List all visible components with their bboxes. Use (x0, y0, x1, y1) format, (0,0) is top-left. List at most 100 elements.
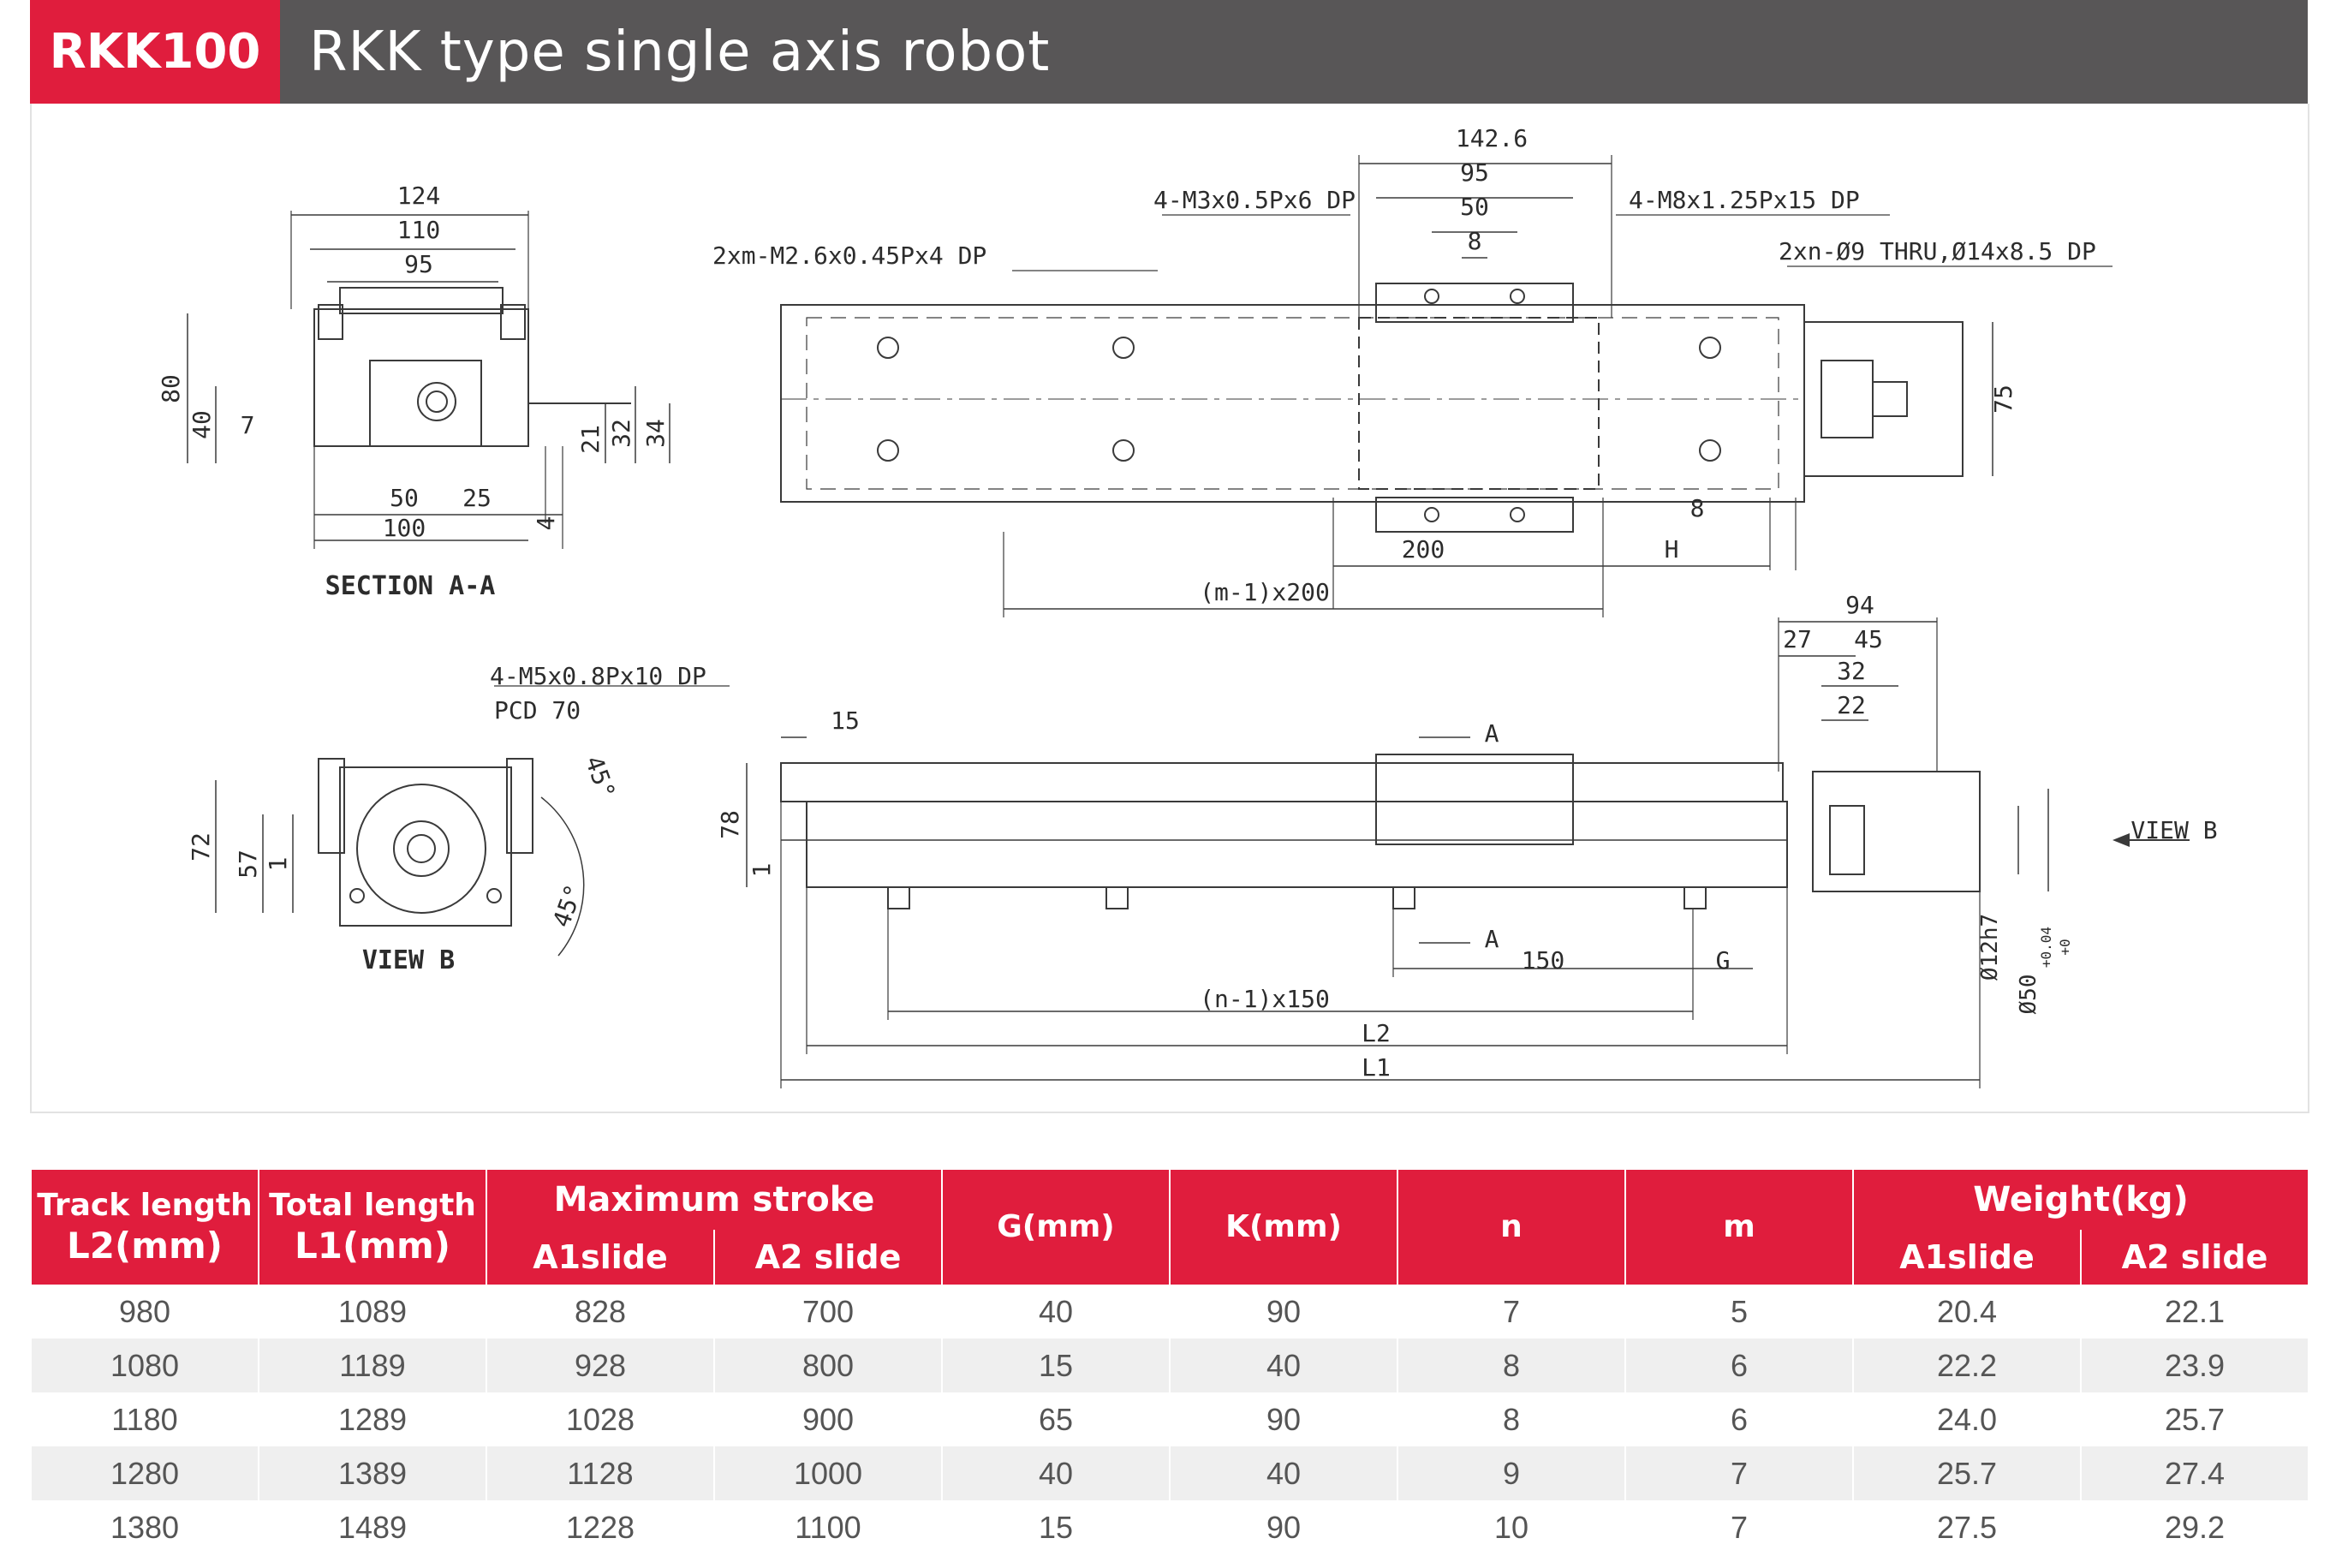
section-aa-label: SECTION A-A (325, 571, 496, 601)
dim-50-top: 50 (1460, 193, 1489, 221)
dim-8-top: 8 (1468, 227, 1482, 255)
cell-stroke-a1: 1128 (486, 1446, 715, 1500)
cell-total-length: 1289 (258, 1392, 487, 1446)
side-rail-body (806, 801, 1788, 888)
mount-hole (1699, 439, 1721, 462)
cell-n: 10 (1397, 1500, 1626, 1554)
note-thru: 2xn-Ø9 THRU,Ø14x8.5 DP (1779, 237, 2096, 265)
tolerance-lower: +0 (2057, 939, 2073, 955)
cell-track-length: 1380 (30, 1500, 259, 1554)
dim-75: 75 (1989, 385, 2017, 414)
header-g: G(mm) (941, 1170, 1171, 1285)
dim-100: 100 (383, 514, 426, 542)
section-body (313, 308, 529, 447)
cell-n: 8 (1397, 1392, 1626, 1446)
mount-hole (877, 337, 899, 359)
slide-hole (1424, 289, 1439, 304)
cell-track-length: 1080 (30, 1338, 259, 1392)
dim-124: 124 (397, 182, 441, 210)
slide-block (1358, 317, 1600, 490)
slide-hole (1510, 507, 1525, 522)
cell-weight-a1: 25.7 (1852, 1446, 2082, 1500)
dim-94: 94 (1845, 591, 1874, 619)
cell-weight-a1: 24.0 (1852, 1392, 2082, 1446)
drawing-canvas: 124 110 95 80 40 7 21 32 34 50 25 100 4 … (157, 124, 2218, 1088)
table-row: 1080 1189 928 800 15 40 8 6 22.2 23.9 (30, 1338, 2309, 1392)
view-b-arrow-label: VIEW B (2130, 816, 2217, 844)
motor-shaft (1872, 381, 1908, 417)
cell-m: 6 (1624, 1392, 1854, 1446)
cell-k: 90 (1169, 1392, 1398, 1446)
dim-78: 78 (716, 810, 744, 839)
cell-weight-a2: 22.1 (2080, 1285, 2309, 1338)
cell-n: 9 (1397, 1446, 1626, 1500)
header-track-length: Track length L2(mm) (30, 1170, 259, 1285)
dim-h: H (1665, 535, 1679, 563)
dim-45-side: 45 (1854, 625, 1883, 653)
side-foot (1392, 886, 1415, 909)
header-max-stroke: Maximum stroke (486, 1170, 943, 1230)
dim-110: 110 (397, 216, 441, 244)
dim-21: 21 (576, 425, 605, 454)
dim-57: 57 (234, 850, 262, 879)
cell-weight-a1: 27.5 (1852, 1500, 2082, 1554)
cell-stroke-a1: 1228 (486, 1500, 715, 1554)
cell-m: 7 (1624, 1500, 1854, 1554)
cell-g: 15 (941, 1500, 1171, 1554)
cell-m: 7 (1624, 1446, 1854, 1500)
dim-25: 25 (462, 484, 492, 512)
dim-m1x200: (m-1)x200 (1200, 578, 1330, 606)
model-badge: RKK100 (30, 0, 280, 104)
cell-k: 90 (1169, 1500, 1398, 1554)
dim-40: 40 (188, 410, 216, 439)
side-slide-block (1375, 754, 1574, 845)
header-stroke-a1: A1slide (486, 1230, 715, 1285)
dim-15: 15 (831, 706, 860, 735)
note-m26: 2xm-M2.6x0.45Px4 DP (712, 241, 986, 270)
mount-hole (1112, 337, 1135, 359)
rail-inner (806, 317, 1779, 490)
dim-72: 72 (187, 832, 215, 862)
cell-stroke-a2: 1000 (713, 1446, 943, 1500)
viewb-angle-arc (540, 796, 585, 957)
dim-l2: L2 (1362, 1019, 1391, 1047)
section-aa-view (187, 211, 670, 549)
dim-g: G (1716, 946, 1731, 975)
mount-hole (877, 439, 899, 462)
side-view (746, 617, 2190, 1088)
viewb-pcd-circle (356, 784, 486, 914)
dim-45-a: 45° (580, 752, 621, 802)
header-weight: Weight(kg) (1852, 1170, 2309, 1230)
dim-d50: Ø50 (2016, 975, 2041, 1015)
note-m3: 4-M3x0.5Px6 DP (1153, 186, 1356, 214)
cell-g: 15 (941, 1338, 1171, 1392)
viewb-bolt (486, 888, 502, 903)
top-view (780, 155, 2113, 617)
dim-45-b: 45° (547, 880, 588, 931)
dim-4: 4 (532, 516, 560, 531)
tolerance-upper: +0.04 (2038, 927, 2054, 968)
title-bar: RKK100 RKK type single axis robot (30, 0, 2308, 104)
technical-drawing: 124 110 95 80 40 7 21 32 34 50 25 100 4 … (30, 104, 2309, 1113)
cell-weight-a2: 23.9 (2080, 1338, 2309, 1392)
dim-7: 7 (241, 411, 255, 439)
dim-32-side: 32 (1837, 657, 1866, 685)
cell-weight-a1: 20.4 (1852, 1285, 2082, 1338)
cell-stroke-a2: 800 (713, 1338, 943, 1392)
section-left-clamp (318, 304, 343, 340)
slide-bottom-tab (1375, 497, 1574, 533)
side-top-rail (780, 762, 1784, 802)
note-m8: 4-M8x1.25Px15 DP (1629, 186, 1860, 214)
table-row: 1280 1389 1128 1000 40 40 9 7 25.7 27.4 (30, 1446, 2309, 1500)
slide-hole (1510, 289, 1525, 304)
dim-150: 150 (1522, 946, 1565, 975)
cell-total-length: 1089 (258, 1285, 487, 1338)
cell-g: 40 (941, 1446, 1171, 1500)
view-b (215, 685, 730, 957)
side-foot (1683, 886, 1707, 909)
cell-stroke-a1: 928 (486, 1338, 715, 1392)
side-coupling (1829, 805, 1865, 875)
dim-n1x150: (n-1)x150 (1200, 985, 1330, 1013)
viewb-right-clamp (506, 758, 533, 854)
cell-total-length: 1189 (258, 1338, 487, 1392)
